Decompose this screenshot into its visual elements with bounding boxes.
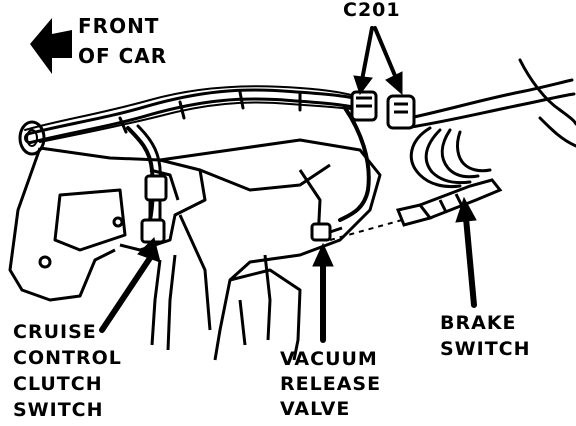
brake-switch-label: BRAKE SWITCH bbox=[440, 314, 531, 366]
front-of-car-label: FRONT OF CAR bbox=[78, 16, 167, 76]
cruise-label-line-4: SWITCH bbox=[13, 399, 104, 421]
front-of-car-line-2: OF CAR bbox=[78, 44, 168, 68]
brake-switch-body bbox=[395, 178, 503, 227]
vacuum-label-line-1: VACUUM bbox=[280, 348, 378, 370]
vacuum-release-valve-label: VACUUM RELEASE VALVE bbox=[280, 350, 381, 425]
clutch-switch bbox=[140, 174, 168, 244]
arrow-left-icon bbox=[30, 18, 72, 74]
cruise-control-clutch-switch-label: CRUISE CONTROL CLUTCH SWITCH bbox=[13, 323, 122, 426]
vacuum-label-line-3: VALVE bbox=[280, 398, 351, 420]
pedal-bracket bbox=[8, 138, 421, 361]
vacuum-release-valve bbox=[310, 222, 343, 242]
c201-connector-label: C201 bbox=[343, 1, 401, 20]
cruise-label-line-2: CONTROL bbox=[13, 347, 122, 369]
brake-label-line-1: BRAKE bbox=[440, 312, 517, 334]
c201-connector bbox=[350, 90, 416, 130]
cruise-label-line-3: CLUTCH bbox=[13, 373, 103, 395]
front-of-car-line-1: FRONT bbox=[78, 14, 160, 38]
c201-text: C201 bbox=[343, 0, 401, 21]
vacuum-label-line-2: RELEASE bbox=[280, 373, 382, 395]
callout-arrow-icon bbox=[99, 26, 477, 343]
cruise-label-line-1: CRUISE bbox=[13, 321, 97, 343]
wiring-harness bbox=[18, 58, 576, 222]
brake-label-line-2: SWITCH bbox=[440, 338, 531, 360]
